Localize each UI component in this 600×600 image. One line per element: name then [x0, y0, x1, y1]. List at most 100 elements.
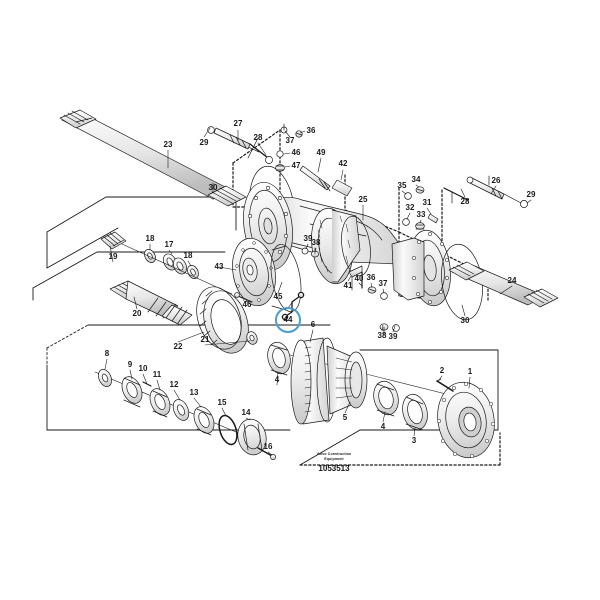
callout-42[interactable]: 42 [338, 159, 348, 168]
document-number: 1053513 [318, 463, 350, 473]
callout-31[interactable]: 31 [422, 198, 432, 207]
part-29-eye-right [503, 193, 528, 208]
callout-29[interactable]: 29 [526, 190, 536, 199]
callout-32[interactable]: 32 [405, 203, 415, 212]
callout-27[interactable]: 27 [233, 119, 243, 128]
callout-47[interactable]: 47 [291, 161, 301, 170]
brand-line-1: Volvo Construction [316, 452, 352, 456]
group-frame-bottom-left-outline [46, 324, 89, 366]
callout-24[interactable]: 24 [507, 276, 517, 285]
part-46-washer-top [276, 150, 284, 158]
callout-41[interactable]: 41 [343, 281, 353, 290]
callout-11[interactable]: 11 [152, 370, 162, 379]
callout-34[interactable]: 34 [411, 175, 421, 184]
callout-3[interactable]: 3 [411, 436, 417, 445]
right-hub-assembly [391, 229, 451, 307]
callout-26[interactable]: 26 [491, 176, 501, 185]
part-33-nut [415, 222, 425, 230]
callout-35[interactable]: 35 [397, 181, 407, 190]
callout-4[interactable]: 4 [274, 375, 280, 384]
group-frame-mid-left-outline [32, 251, 226, 301]
callout-36[interactable]: 36 [366, 273, 376, 282]
part-39-washer-center [301, 247, 309, 255]
part-1-wheel-hub [436, 381, 496, 459]
callout-15[interactable]: 15 [217, 398, 227, 407]
callout-18[interactable]: 18 [183, 251, 193, 260]
callout-21[interactable]: 21 [200, 335, 210, 344]
bottom-row-axis [94, 371, 251, 439]
callout-38[interactable]: 38 [311, 238, 321, 247]
differential-carrier [311, 207, 371, 285]
callout-29[interactable]: 29 [199, 138, 209, 147]
callout-22[interactable]: 22 [173, 342, 183, 351]
part-17-bearing [163, 253, 187, 275]
callout-30[interactable]: 30 [460, 316, 470, 325]
callout-28[interactable]: 28 [253, 133, 263, 142]
callout-1[interactable]: 1 [467, 367, 473, 376]
callout-33[interactable]: 33 [416, 210, 426, 219]
callout-43[interactable]: 43 [214, 262, 224, 271]
callout-37[interactable]: 37 [378, 279, 388, 288]
part-43-hub [232, 237, 276, 307]
part-32-washer [402, 218, 410, 226]
callout-49[interactable]: 49 [316, 148, 326, 157]
part-4-seal-right [373, 380, 399, 417]
part-8-washer [98, 369, 112, 387]
callout-37[interactable]: 37 [285, 136, 295, 145]
part-22-ring-gear [196, 286, 249, 354]
callout-30[interactable]: 30 [208, 183, 218, 192]
part-37-bolt-top [280, 123, 288, 134]
part-36-nut-top [295, 130, 303, 138]
callout-25[interactable]: 25 [358, 195, 368, 204]
highlight-ring-part-44[interactable] [275, 307, 301, 333]
part-24-spline-end [523, 288, 559, 308]
part-35-washer [404, 192, 412, 200]
callout-45[interactable]: 45 [273, 292, 283, 301]
callout-4[interactable]: 4 [380, 422, 386, 431]
part-20-splined-shaft [109, 280, 193, 326]
callout-40[interactable]: 40 [354, 274, 364, 283]
callout-36[interactable]: 36 [306, 126, 316, 135]
part-4-seal-left [267, 341, 291, 376]
callout-5[interactable]: 5 [342, 413, 348, 422]
part-42-block [331, 179, 353, 197]
part-30-collar-left [207, 185, 247, 207]
callout-19[interactable]: 19 [108, 252, 118, 261]
part-18-washer-b [187, 265, 199, 279]
callout-9[interactable]: 9 [127, 360, 133, 369]
part-28-link-left [247, 137, 273, 164]
part-3-bearing-cup [402, 393, 428, 431]
callout-17[interactable]: 17 [164, 240, 174, 249]
callout-2[interactable]: 2 [439, 366, 445, 375]
part-38-bolt-lower [379, 323, 389, 335]
callout-10[interactable]: 10 [138, 364, 148, 373]
part-14-cap [237, 418, 267, 456]
callout-28[interactable]: 28 [460, 197, 470, 206]
leader-lines [104, 127, 532, 456]
callout-39[interactable]: 39 [388, 332, 398, 341]
callout-20[interactable]: 20 [132, 309, 142, 318]
part-5-carrier-body [326, 345, 368, 415]
callout-13[interactable]: 13 [189, 388, 199, 397]
callout-6[interactable]: 6 [310, 320, 316, 329]
part-49-pin [299, 165, 331, 192]
callout-23[interactable]: 23 [163, 140, 173, 149]
part-28-pin-right [443, 176, 474, 204]
callout-46[interactable]: 46 [291, 148, 301, 157]
part-15-o-ring [218, 414, 238, 446]
part-31-stud [427, 213, 439, 224]
part-6-housing-ring [290, 337, 338, 425]
callout-8[interactable]: 8 [104, 349, 110, 358]
part-13-bearing [193, 406, 215, 436]
part-39-washer-lower [392, 324, 400, 332]
part-11-bearing [149, 388, 171, 418]
callout-39[interactable]: 39 [303, 234, 313, 243]
callout-46[interactable]: 46 [242, 300, 252, 309]
callout-18[interactable]: 18 [145, 234, 155, 243]
part-34-nut [415, 186, 425, 194]
callout-16[interactable]: 16 [263, 442, 273, 451]
callout-38[interactable]: 38 [377, 331, 387, 340]
callout-14[interactable]: 14 [241, 408, 251, 417]
callout-12[interactable]: 12 [169, 380, 179, 389]
